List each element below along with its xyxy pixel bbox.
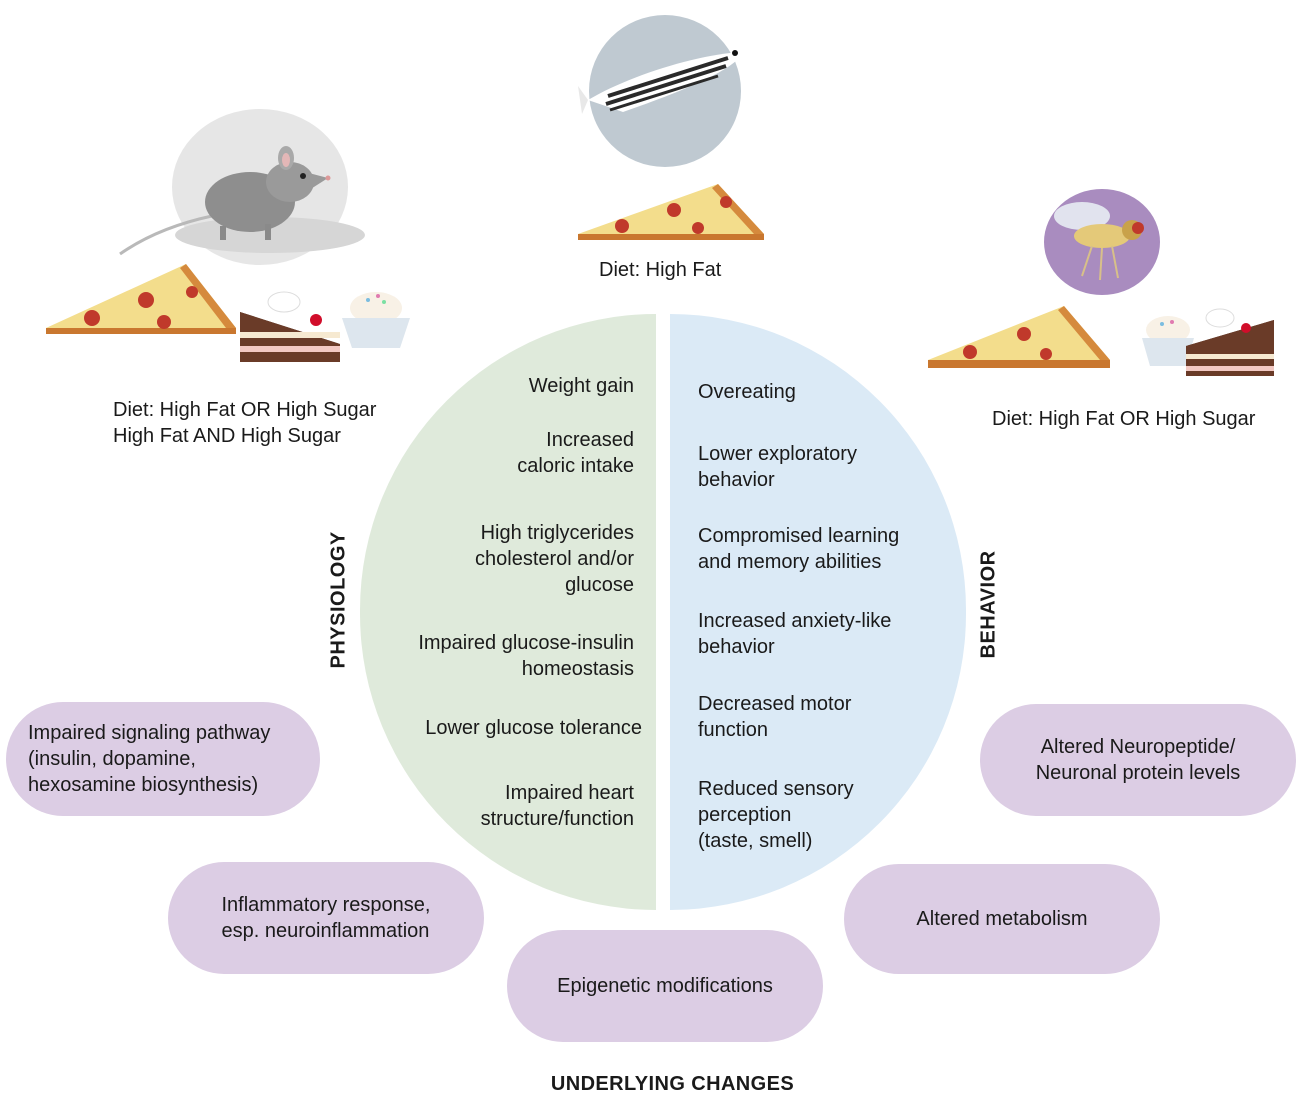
diet-label-mouse: Diet: High Fat OR High Sugar High Fat AN… [113, 399, 377, 447]
pizza-slice-icon [46, 264, 236, 334]
pill-impaired-signaling: Impaired signaling pathway (insulin, dop… [6, 702, 320, 816]
diet-label-fly: Diet: High Fat OR High Sugar [992, 408, 1256, 430]
pill-epigenetic: Epigenetic modifications [507, 930, 823, 1042]
pill-inflammatory: Inflammatory response, esp. neuroinflamm… [168, 862, 484, 974]
mouse-icon [119, 109, 365, 265]
behavior-item-learning-memory: Compromised learning and memory abilitie… [698, 525, 900, 573]
pizza-slice-icon-fish [578, 184, 764, 240]
physiology-item-glucose-insulin: Impaired glucose-insulin homeostasis [418, 632, 634, 680]
physiology-item-glucose-tolerance: Lower glucose tolerance [425, 717, 642, 739]
behavior-item-motor: Decreased motor function [698, 693, 852, 741]
behavior-item-exploratory: Lower exploratory behavior [698, 443, 857, 491]
pill-epigenetic-text: Epigenetic modifications [557, 975, 773, 997]
pill-neuropeptide: Altered Neuropeptide/ Neuronal protein l… [980, 704, 1296, 816]
underlying-changes-title: UNDERLYING CHANGES [550, 1073, 795, 1095]
cake-slice-icon-fly [1186, 308, 1274, 376]
fruit-fly-icon [1044, 189, 1160, 295]
physiology-item-caloric-intake: Increased caloric intake [517, 429, 634, 477]
behavior-item-sensory: Reduced sensory perception (taste, smell… [698, 778, 854, 852]
physiology-item-triglycerides: High triglycerides cholesterol and/or gl… [475, 522, 634, 596]
physiology-item-heart: Impaired heart structure/function [480, 782, 634, 830]
cake-slice-icon [240, 291, 340, 362]
pill-inflammatory-text: Inflammatory response, esp. neuroinflamm… [221, 894, 431, 942]
behavior-item-anxiety: Increased anxiety-like behavior [698, 610, 892, 658]
pill-impaired-signaling-text: Impaired signaling pathway (insulin, dop… [28, 722, 271, 796]
behavior-label: BEHAVIOR [977, 550, 1000, 659]
pill-neuropeptide-text: Altered Neuropeptide/ Neuronal protein l… [1035, 736, 1241, 784]
physiology-label: PHYSIOLOGY [327, 531, 350, 669]
diet-label-zebrafish: Diet: High Fat [599, 259, 722, 281]
physiology-item-weight-gain: Weight gain [528, 375, 634, 397]
pill-altered-metabolism: Altered metabolism [844, 864, 1160, 974]
behavior-item-overeating: Overeating [698, 381, 796, 403]
zebrafish-icon [578, 15, 743, 167]
pill-altered-metabolism-text: Altered metabolism [916, 908, 1088, 930]
cupcake-icon [342, 292, 410, 348]
pizza-slice-icon-fly [928, 306, 1110, 368]
cupcake-icon-fly [1142, 316, 1194, 366]
